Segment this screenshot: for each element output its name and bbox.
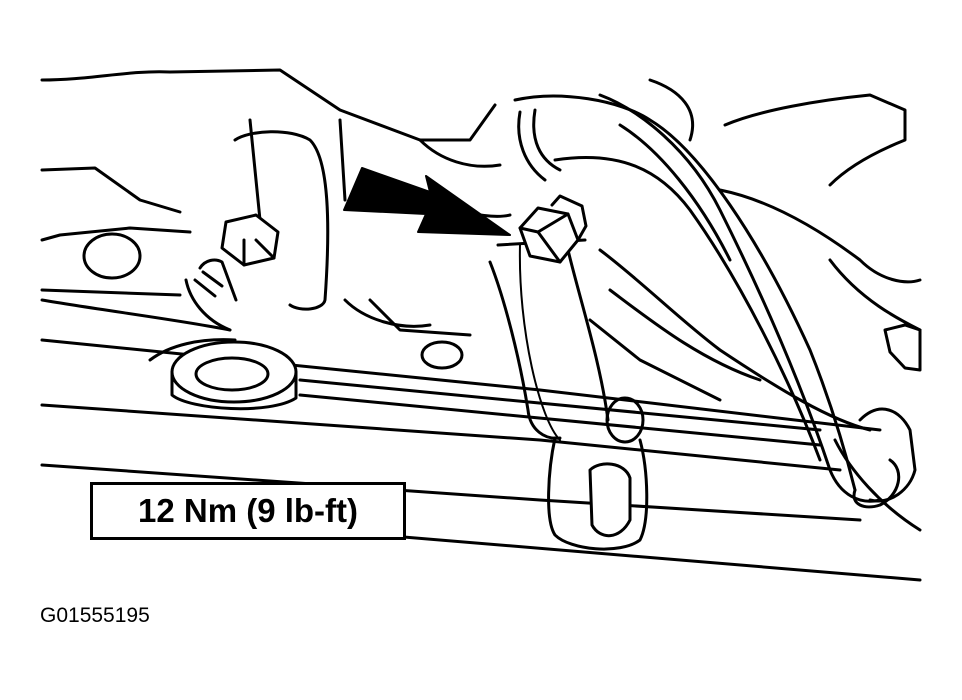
arrow-icon [343,167,511,236]
nut [518,194,588,264]
left-bolt [184,213,280,332]
right-component [648,78,922,532]
figure-id: G01555195 [40,604,150,627]
torque-spec-text: 12 Nm (9 lb-ft) [137,492,358,529]
hoses [513,93,901,509]
bracket-strap [488,238,610,441]
rail-clip [547,396,649,551]
torque-spec-label: 12 Nm (9 lb-ft) [90,482,406,540]
housing-outline [40,68,512,370]
left-bushing [170,340,298,411]
